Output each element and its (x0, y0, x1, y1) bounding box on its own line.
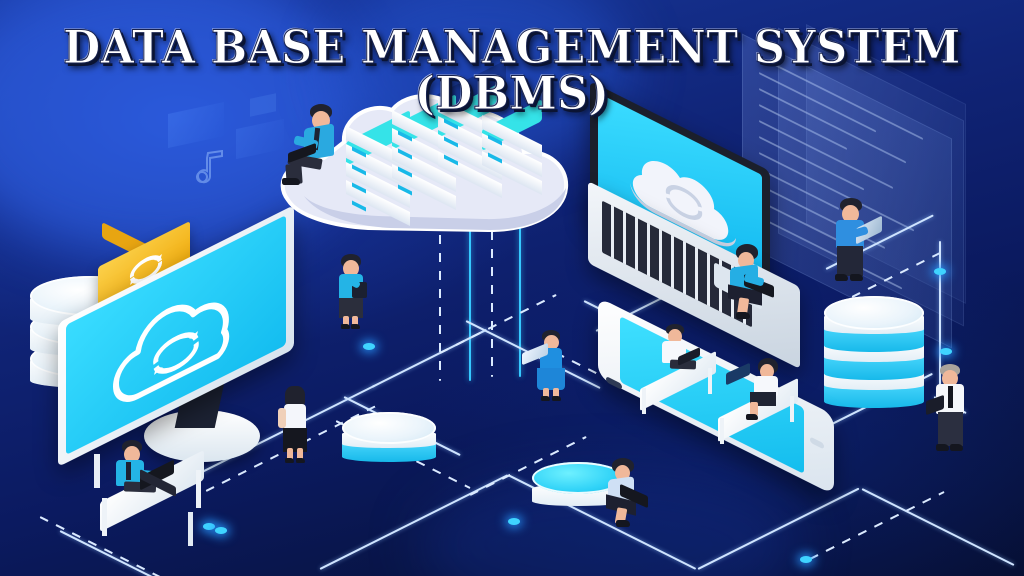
person-on-disc-with-laptop (598, 458, 654, 530)
woman-with-tablet (522, 330, 574, 401)
database-disc-center (342, 412, 436, 472)
connection-node (363, 343, 375, 350)
title-banner: DATA BASE MANAGEMENT SYSTEM (DBMS) (0, 20, 1024, 120)
cloud-sync-icon (113, 302, 230, 402)
man-with-tablet-right (826, 198, 882, 284)
connection-node (215, 527, 227, 534)
music-note-icon (196, 150, 223, 184)
connection-node (800, 556, 812, 563)
man-at-desk-left (92, 440, 222, 546)
woman-back-turned (276, 386, 316, 463)
connection-node (940, 348, 952, 355)
connection-node (203, 523, 215, 530)
man-with-clipboard (926, 364, 976, 454)
cloud-server-rack (258, 59, 578, 244)
man-on-cloud-with-laptop (282, 104, 356, 185)
laptop-cloud-icon (630, 161, 736, 247)
woman-on-laptop-edge (718, 244, 778, 320)
database-disc-front (532, 462, 624, 516)
connection-node (934, 268, 946, 275)
database-stack-right (824, 296, 924, 422)
page-title: DATA BASE MANAGEMENT SYSTEM (DBMS) (63, 20, 961, 120)
connection-node (508, 518, 520, 525)
smartphone-workspace (598, 296, 858, 496)
woman-with-folder (330, 254, 374, 329)
cloud-sync-laptop (588, 80, 888, 370)
